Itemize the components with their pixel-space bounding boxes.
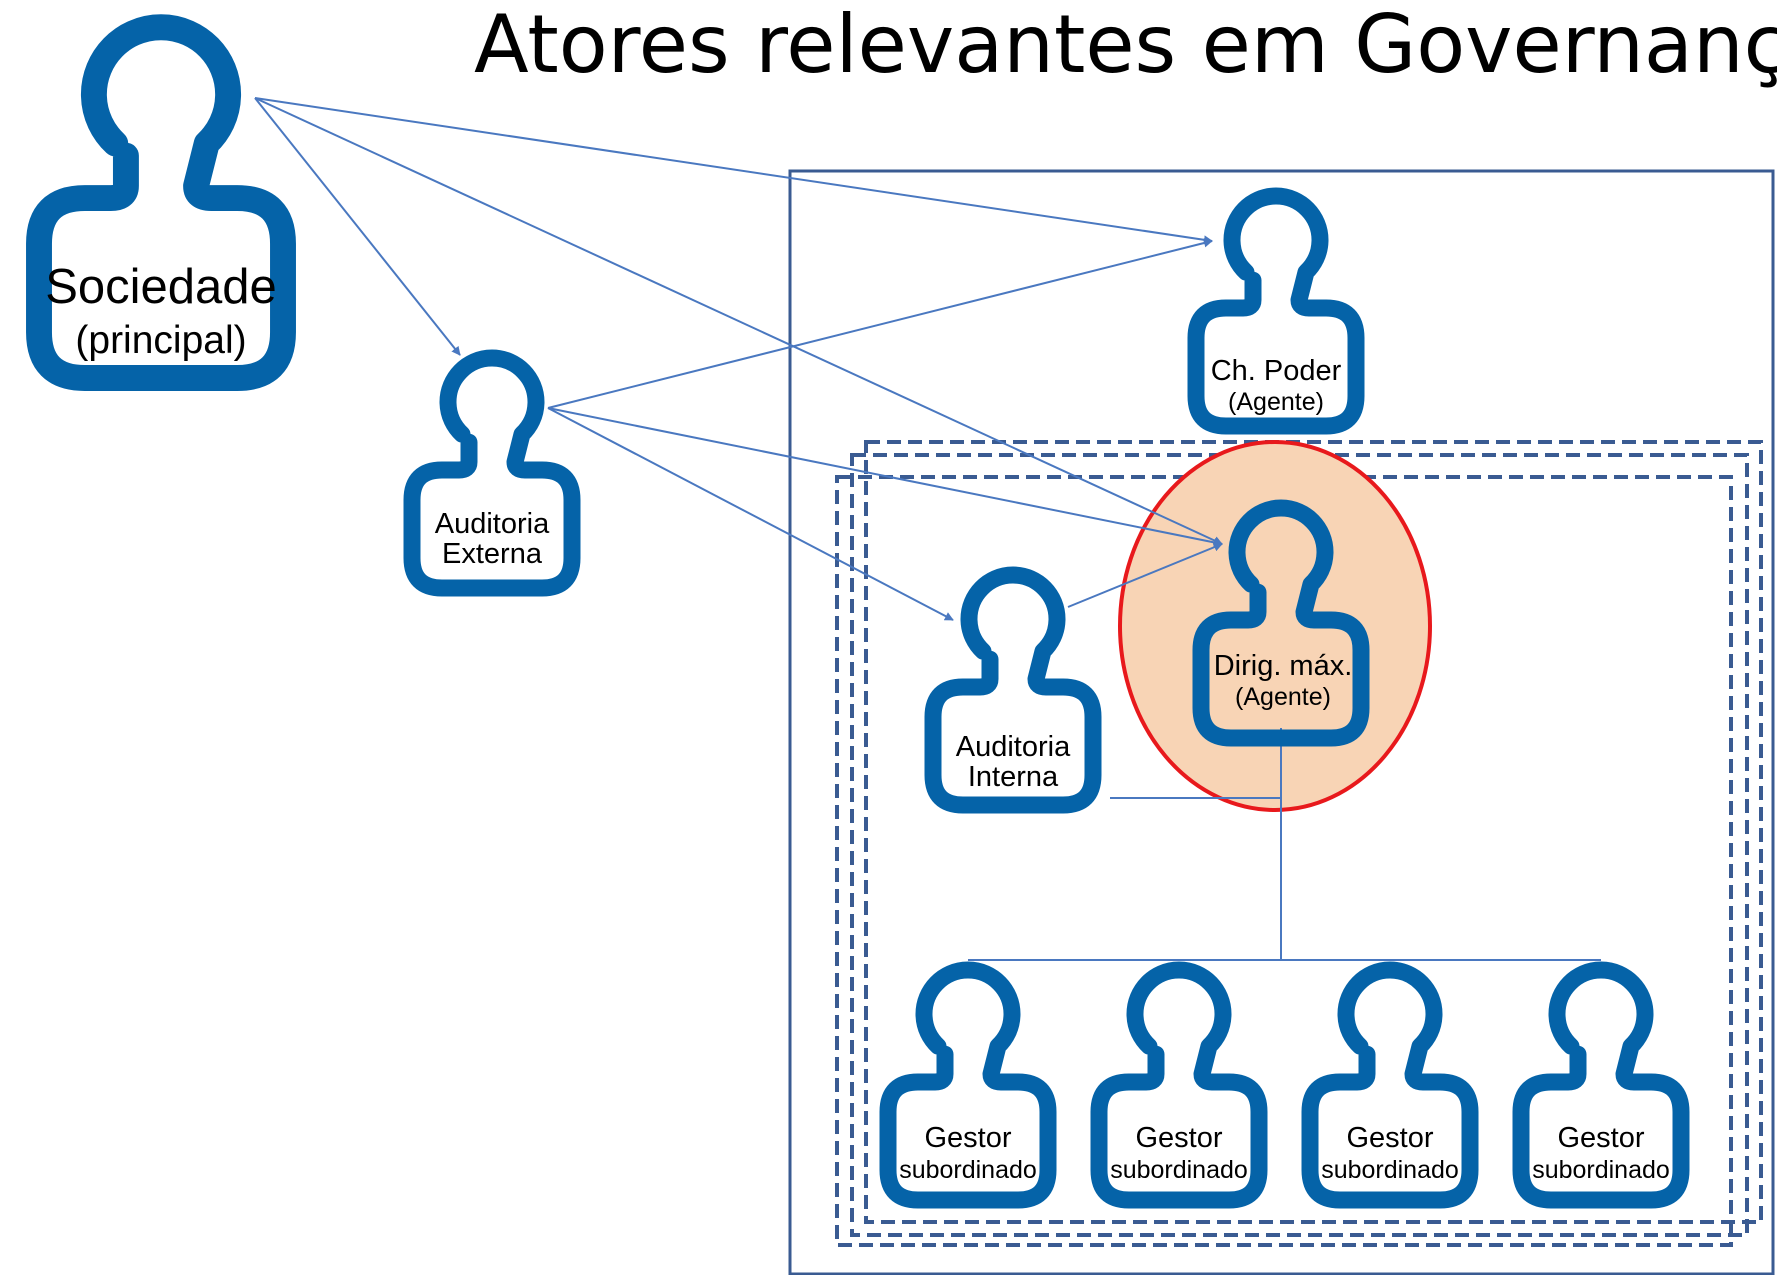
person-outline-icon: [1301, 961, 1479, 1209]
actor-role: subordinado: [1110, 1156, 1248, 1184]
actor-role: (Agente): [1235, 683, 1331, 711]
person-outline-icon: [1512, 961, 1690, 1209]
person-outline-icon: [1192, 499, 1370, 747]
person-outline-icon: [403, 349, 581, 597]
actor-gestor-1: Gestor subordinado: [879, 961, 1057, 1209]
person-outline-icon: [924, 566, 1102, 814]
arrow-aud-externa-to-dirig-max: [547, 407, 1223, 547]
actor-auditoria-externa: Auditoria Externa: [403, 349, 581, 597]
highlight-ellipse: [1118, 440, 1432, 812]
actor-auditoria-interna: Auditoria Interna: [924, 566, 1102, 814]
arrow-aud-interna-to-dirig-max: [1067, 542, 1223, 608]
actor-name: Auditoria: [956, 731, 1071, 763]
actor-gestor-4: Gestor subordinado: [1512, 961, 1690, 1209]
hierarchy-lines: [968, 728, 1601, 961]
actor-name: Auditoria: [435, 508, 550, 540]
arrow-aud-externa-to-aud-interna: [547, 407, 954, 621]
actor-role: subordinado: [899, 1156, 1037, 1184]
page-title: Atores relevantes em Governança: [474, 0, 1777, 91]
person-outline-icon: [879, 961, 1057, 1209]
actor-name: Gestor: [1135, 1122, 1222, 1154]
person-outline-icon: [1187, 187, 1365, 435]
arrow-sociedade-to-dirig-max: [254, 97, 1223, 545]
actor-role: subordinado: [1321, 1156, 1459, 1184]
actor-name: Gestor: [924, 1122, 1011, 1154]
actor-name: Gestor: [1346, 1122, 1433, 1154]
actor-role: subordinado: [1532, 1156, 1670, 1184]
actor-name: Dirig. máx.: [1214, 650, 1353, 682]
person-outline-icon: [26, 14, 296, 391]
actor-role: (Agente): [1228, 388, 1324, 416]
actor-gestor-2: Gestor subordinado: [1090, 961, 1268, 1209]
person-outline-icon: [1090, 961, 1268, 1209]
arrow-sociedade-to-aud-externa: [254, 97, 461, 356]
actor-role: Externa: [442, 538, 543, 570]
actor-name: Ch. Poder: [1211, 355, 1342, 387]
actor-dirig-max: Dirig. máx. (Agente): [1192, 499, 1370, 747]
actor-sociedade: Sociedade (principal): [26, 14, 296, 391]
organization-box: [788, 169, 1775, 1275]
arrow-aud-externa-to-ch-poder: [547, 238, 1213, 409]
actor-name: Gestor: [1557, 1122, 1644, 1154]
actor-name: Sociedade: [45, 260, 277, 314]
arrow-sociedade-to-ch-poder: [254, 97, 1213, 245]
actor-role: Interna: [968, 761, 1059, 793]
arrows: [254, 97, 1223, 621]
actor-role: (principal): [75, 319, 246, 362]
actor-ch-poder: Ch. Poder (Agente): [1187, 187, 1365, 435]
actor-gestor-3: Gestor subordinado: [1301, 961, 1479, 1209]
